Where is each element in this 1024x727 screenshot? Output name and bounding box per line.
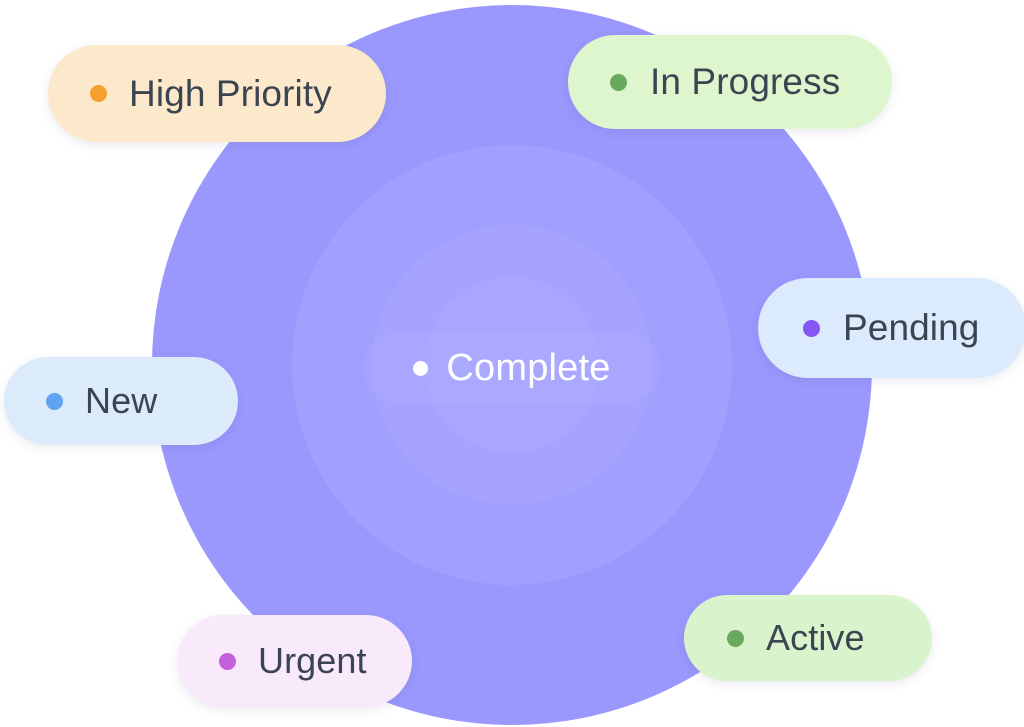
status-tag-active[interactable]: Active xyxy=(684,595,932,681)
center-status-complete[interactable]: Complete xyxy=(364,332,660,404)
status-dot-icon xyxy=(413,360,429,376)
status-dot-icon xyxy=(219,652,236,670)
status-tag-high-priority[interactable]: High Priority xyxy=(48,45,386,142)
status-dot-icon xyxy=(610,73,627,91)
status-tag-pending[interactable]: Pending xyxy=(758,278,1024,378)
status-dot-icon xyxy=(727,629,744,647)
status-dot-icon xyxy=(46,392,63,410)
core-ring xyxy=(424,277,600,453)
status-dot-icon xyxy=(90,85,107,102)
status-tag-label: In Progress xyxy=(650,61,841,102)
status-tag-label: Pending xyxy=(843,307,980,348)
status-tag-label: Urgent xyxy=(258,640,367,681)
status-tag-label: New xyxy=(85,380,158,421)
status-tag-in-progress[interactable]: In Progress xyxy=(568,35,892,129)
status-tag-urgent[interactable]: Urgent xyxy=(177,615,412,707)
center-status-label: Complete xyxy=(446,346,611,389)
status-tag-label: Active xyxy=(766,617,865,658)
status-tag-new[interactable]: New xyxy=(4,357,238,445)
status-tag-label: High Priority xyxy=(129,72,332,114)
status-dot-icon xyxy=(803,319,820,337)
